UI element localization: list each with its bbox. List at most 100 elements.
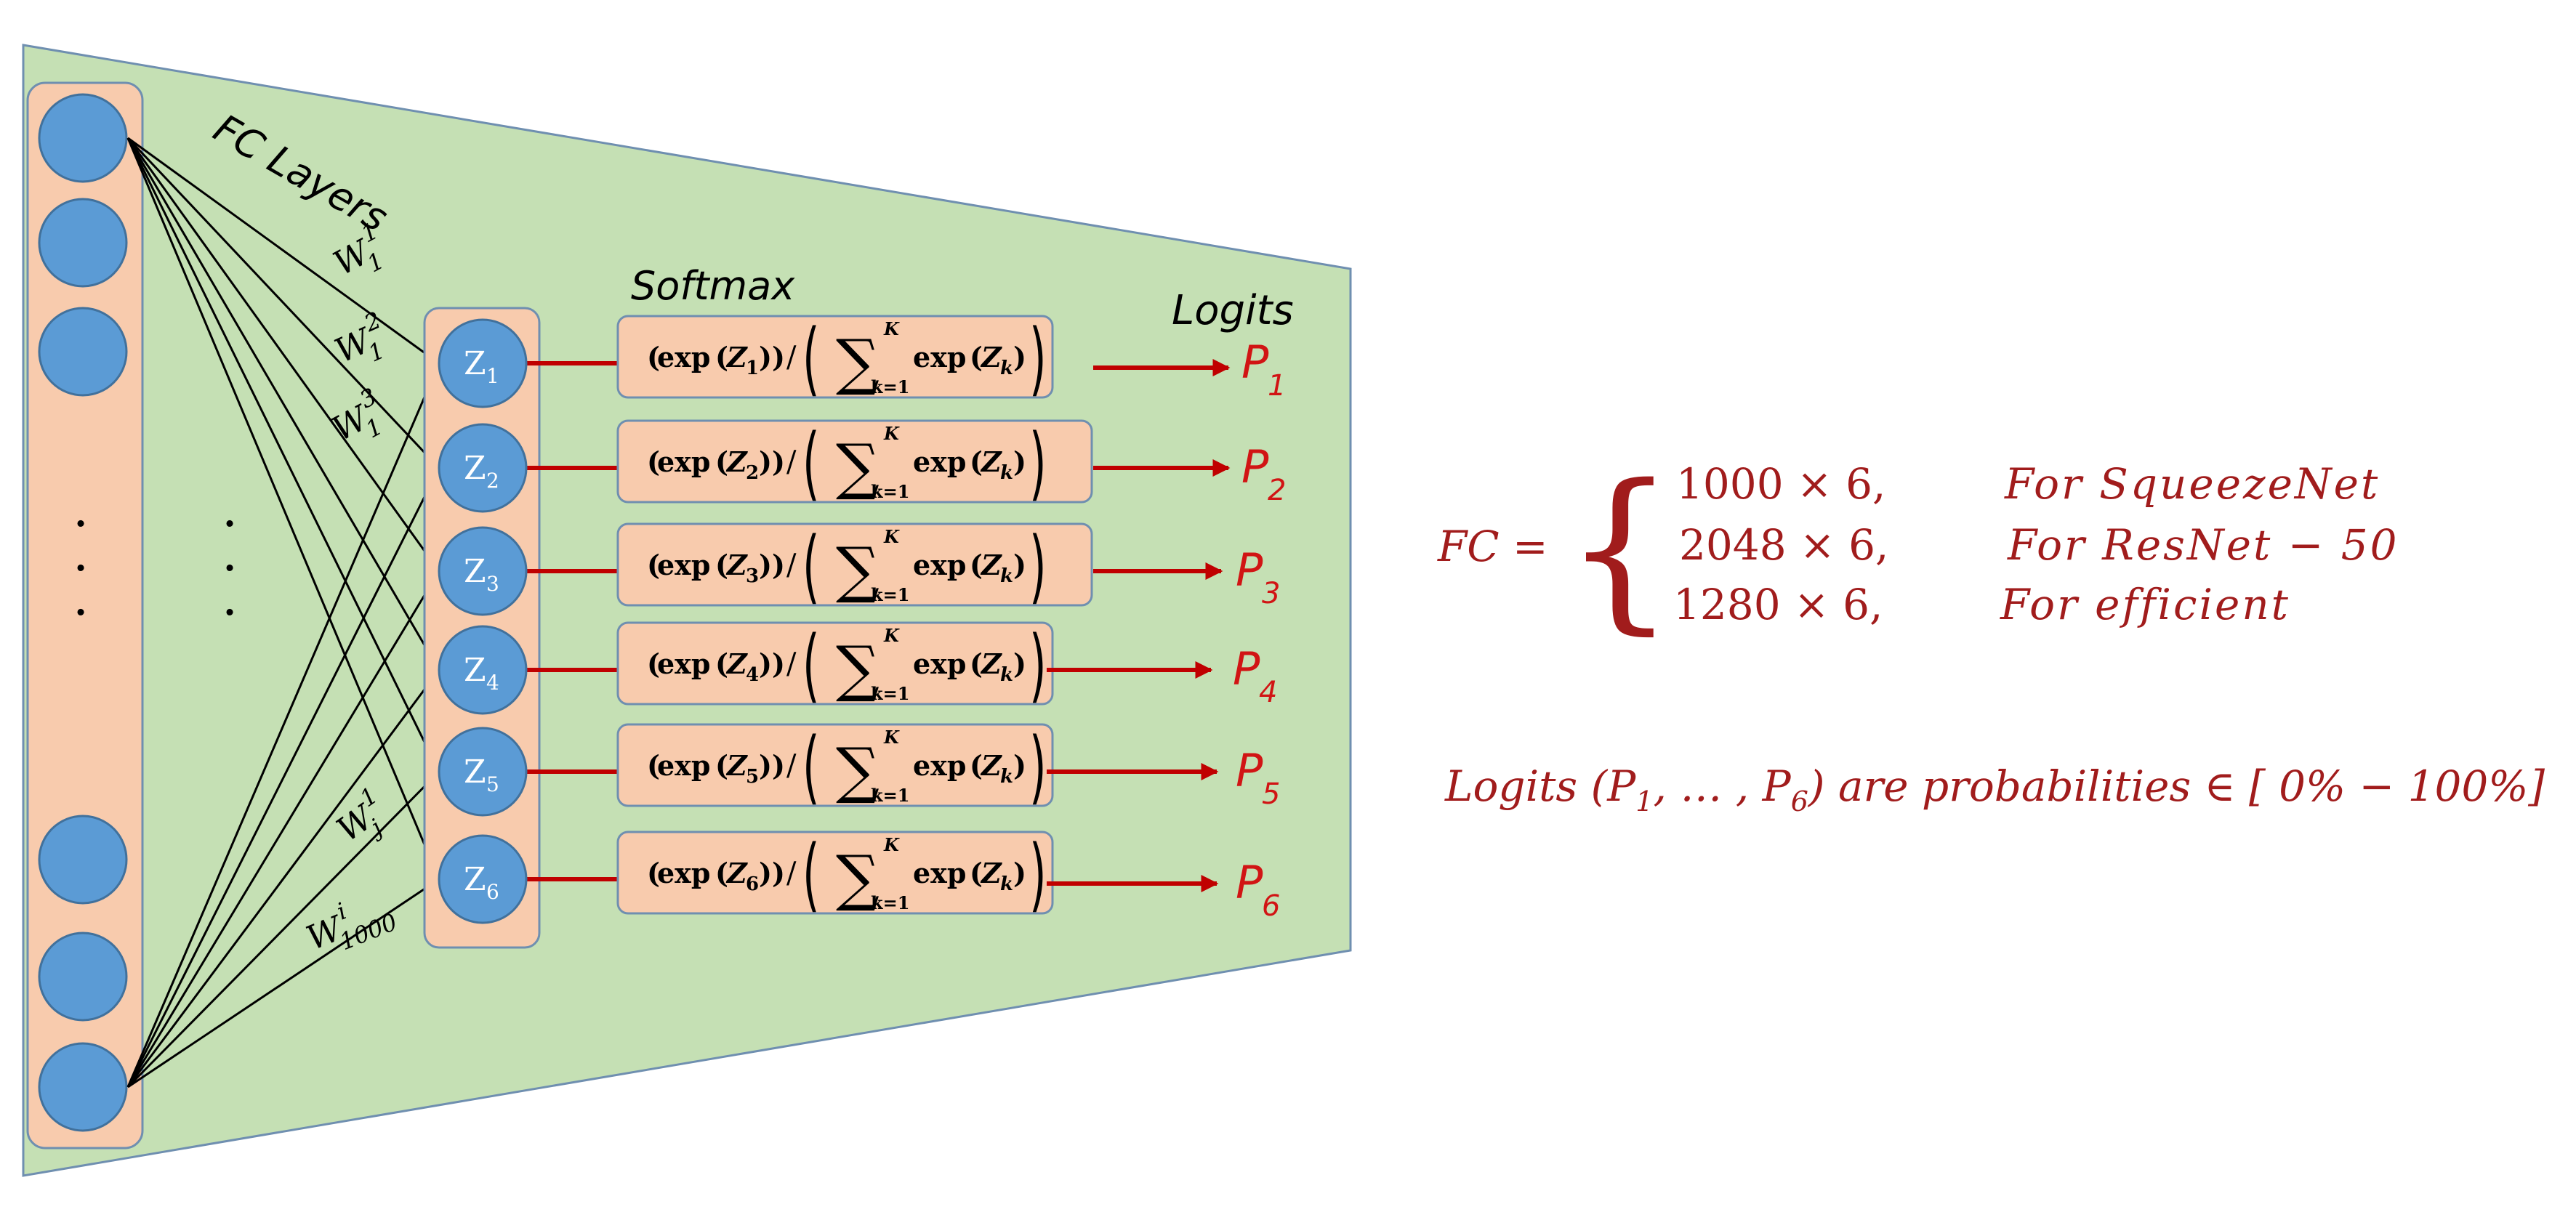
z-node-subscript: 6 [486, 880, 499, 904]
formula-open: ( [715, 749, 728, 782]
fc-row-value: 1280 × 6, [1673, 580, 1883, 629]
formula-k-subscript: k [1000, 462, 1013, 484]
formula-k-subscript: k [1000, 565, 1013, 587]
connection-line [126, 570, 440, 1088]
formula-exp: exp [913, 445, 966, 478]
logits-note-suffix: ) are probabilities ∈ [ 0% − 100%] [1807, 761, 2545, 811]
formula-z: Z [980, 857, 1002, 889]
formula-sigma: ∑ [836, 534, 880, 605]
output-subscript: 5 [1262, 777, 1280, 811]
formula-open: ( [970, 647, 983, 680]
logits-note-middle: , … , [1653, 761, 1762, 811]
input-node [38, 198, 128, 288]
formula-big-paren: ( [802, 312, 820, 405]
formula-z-subscript: 1 [746, 357, 759, 379]
logits-note: Logits (P1, … , P6) are probabilities ∈ … [1444, 761, 2545, 817]
formula-close: ) [1013, 549, 1026, 581]
formula-divide: / [786, 445, 797, 479]
connection-line [126, 137, 440, 469]
output-subscript: 3 [1262, 577, 1280, 610]
formula-k-subscript: k [1000, 873, 1013, 895]
formula-big-paren: ) [1029, 618, 1047, 711]
output-p3: P 3 [1236, 544, 1280, 610]
z-node-4: Z 4 [438, 625, 528, 715]
formula-sigma: ∑ [836, 431, 880, 502]
z-to-softmax-connectors [525, 361, 619, 881]
output-subscript: 2 [1268, 474, 1286, 507]
formula-z: Z [980, 445, 1002, 478]
formula-big-paren: ) [1029, 828, 1047, 921]
output-subscript: 6 [1262, 889, 1280, 923]
z-node-5: Z 5 [438, 727, 528, 817]
formula-lower-limit: k=1 [871, 892, 909, 913]
formula-z-subscript: 3 [746, 565, 759, 587]
connection-line [126, 137, 440, 573]
formula-open: ( [647, 647, 660, 680]
z-node-6: Z 6 [438, 834, 528, 924]
formula-open: ( [715, 857, 728, 889]
softmax-label: Softmax [631, 263, 795, 309]
formula-open: ( [715, 341, 728, 373]
ellipsis-dot: · [222, 538, 238, 598]
formula-exp: exp [657, 857, 710, 889]
formula-z: Z [980, 647, 1002, 680]
z-nodes: Z 1 Z 2 Z 3 Z 4 Z 5 Z 6 [438, 318, 528, 924]
formula-open: ( [970, 749, 983, 782]
formula-z-subscript: 2 [746, 462, 759, 484]
formula-open: ( [647, 445, 660, 478]
logits-label: Logits [1172, 287, 1294, 334]
z-node-base: Z [464, 345, 486, 382]
formula-close: )) [759, 857, 785, 889]
fc-row-model: For efficient [2000, 580, 2290, 629]
input-node [38, 93, 128, 183]
formula-z: Z [725, 647, 748, 680]
formula-box-bg [616, 831, 1054, 915]
z-node-base: Z [464, 861, 486, 898]
formula-z: Z [725, 445, 748, 478]
output-base: P [1236, 544, 1263, 597]
formula-sigma: ∑ [836, 842, 880, 913]
output-arrows [1047, 359, 1231, 892]
z-node-subscript: 3 [486, 572, 499, 596]
formula-k-subscript: k [1000, 357, 1013, 379]
formula-big-paren: ) [1029, 720, 1047, 813]
formula-close: )) [759, 749, 785, 782]
formula-close: ) [1013, 857, 1026, 889]
connection-line [126, 770, 440, 1088]
output-subscript: 1 [1268, 369, 1286, 403]
output-subscript: 4 [1259, 676, 1277, 709]
z-node-subscript: 5 [486, 772, 499, 796]
logits-note-p6-sub: 6 [1791, 785, 1808, 817]
input-nodes [38, 93, 128, 1132]
connection-line [127, 137, 440, 365]
output-p4: P 4 [1233, 642, 1277, 709]
logits-note-prefix: Logits ( [1444, 761, 1609, 811]
formula-close: )) [759, 549, 785, 581]
formula-exp: exp [913, 341, 966, 373]
formula-k-subscript: k [1000, 664, 1013, 686]
z-node-base: Z [464, 450, 486, 487]
z-node-3: Z 3 [438, 526, 528, 616]
ellipsis-dot: · [222, 494, 238, 554]
z-node-base: Z [464, 652, 486, 689]
z-node-subscript: 4 [486, 671, 499, 695]
formula-open: ( [647, 857, 660, 889]
formula-open: ( [715, 445, 728, 478]
output-base: P [1241, 336, 1269, 389]
formula-lower-limit: k=1 [871, 683, 909, 704]
formula-close: ) [1013, 749, 1026, 782]
fc-equation: FC = { 1000 × 6, For SqueezeNet 2048 × 6… [1437, 447, 2397, 650]
formula-box-bg [616, 621, 1054, 706]
formula-exp: exp [657, 445, 710, 478]
ellipsis-dot: · [73, 494, 89, 554]
formula-exp: exp [657, 647, 710, 680]
input-node [38, 815, 128, 905]
input-node [38, 307, 128, 397]
formula-z-subscript: 6 [746, 873, 759, 895]
formula-open: ( [970, 445, 983, 478]
connection-line [126, 137, 440, 671]
formula-z-subscript: 5 [746, 766, 759, 788]
